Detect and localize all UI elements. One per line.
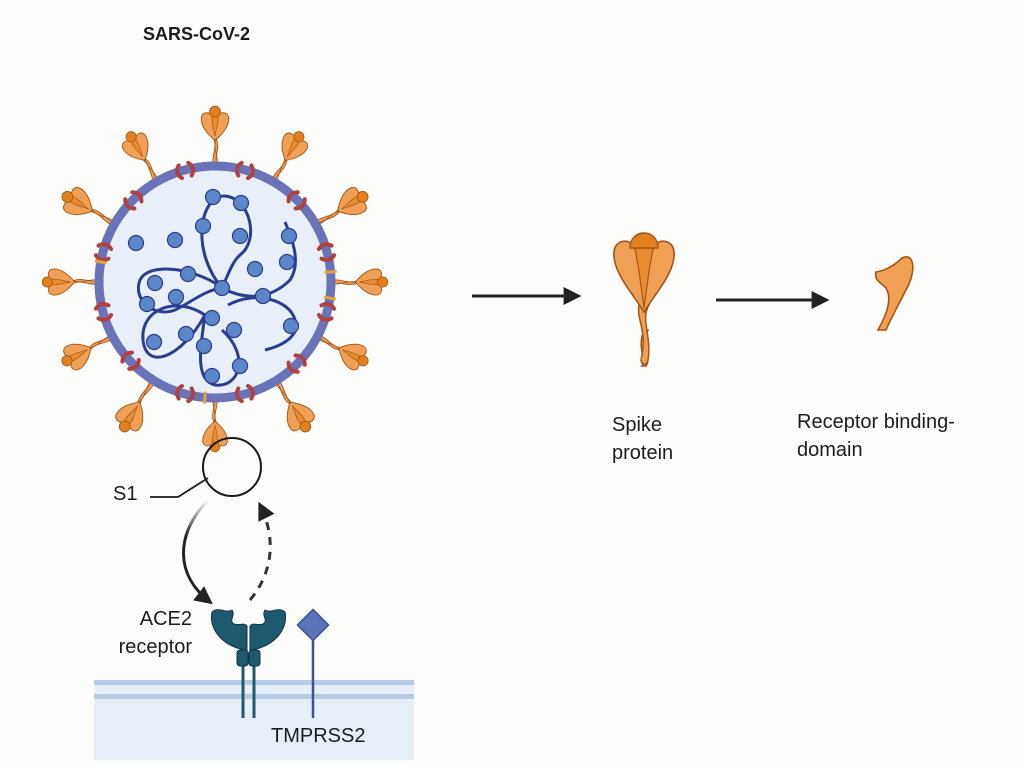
nucleocapsid-bead: [167, 288, 185, 306]
nucleocapsid-bead: [246, 260, 264, 278]
s1-label: S1: [113, 483, 138, 505]
nucleocapsid-bead: [232, 194, 250, 212]
spike-protein: [330, 268, 389, 296]
diagram-title: SARS-CoV-2: [143, 24, 251, 44]
nucleocapsid-bead: [231, 357, 249, 375]
nucleocapsid-bead: [203, 367, 221, 385]
tmprss2-label: TMPRSS2: [271, 725, 366, 747]
nucleocapsid-bead: [254, 287, 272, 305]
binding-arrow-solid: [182, 498, 213, 605]
sars-cov-2-virion: [41, 105, 389, 453]
envelope-protein: [324, 269, 337, 274]
ace2-receptor: [210, 609, 287, 718]
nucleocapsid-bead: [225, 321, 243, 339]
envelope-protein: [323, 295, 337, 301]
spike-protein: [41, 268, 100, 296]
spike-label-line1: Spike: [612, 414, 663, 436]
s1-highlight-circle: [202, 437, 262, 497]
nucleocapsid-bead: [177, 325, 195, 343]
s1-leader-line: [150, 477, 209, 498]
nucleocapsid-bead: [194, 217, 212, 235]
nucleocapsid-bead: [280, 227, 298, 245]
nucleocapsid-bead: [127, 234, 145, 252]
receptor-binding-domain-illustration: [874, 256, 914, 331]
nucleocapsid-bead: [204, 188, 222, 206]
rna-strand: [141, 304, 207, 359]
rbd-label-line2: domain: [797, 439, 863, 461]
nucleocapsid-bead: [282, 317, 300, 335]
rbd-label: Receptor binding- domain: [797, 408, 955, 464]
envelope-protein: [94, 259, 107, 265]
nucleocapsid-bead: [203, 309, 221, 327]
spike-protein: [200, 105, 230, 167]
nucleocapsid-bead: [146, 274, 164, 292]
nucleocapsid-bead: [179, 265, 197, 283]
nucleocapsid-bead: [166, 231, 184, 249]
spike-protein-illustration: [613, 232, 675, 367]
envelope-protein: [202, 391, 207, 404]
ace2-label-line2: receptor: [118, 636, 192, 658]
nucleocapsid-bead: [138, 295, 156, 313]
nucleocapsid-bead: [278, 253, 296, 271]
tmprss2-protease: [296, 608, 330, 718]
nucleocapsid-bead: [213, 279, 231, 297]
nucleocapsid-bead: [231, 227, 249, 245]
viral-rna-genome: [127, 188, 300, 387]
release-arrow-dashed: [248, 501, 275, 601]
spike-label-line2: protein: [612, 442, 674, 464]
ace2-receptor-label: ACE2 receptor: [92, 605, 192, 661]
spike-protein-label: Spike protein: [612, 411, 673, 467]
ace2-label-line1: ACE2: [139, 608, 192, 630]
rbd-label-line1: Receptor binding-: [797, 411, 955, 433]
nucleocapsid-bead: [195, 337, 213, 355]
nucleocapsid-bead: [145, 333, 163, 351]
membrane-protein-ring: [93, 160, 337, 404]
